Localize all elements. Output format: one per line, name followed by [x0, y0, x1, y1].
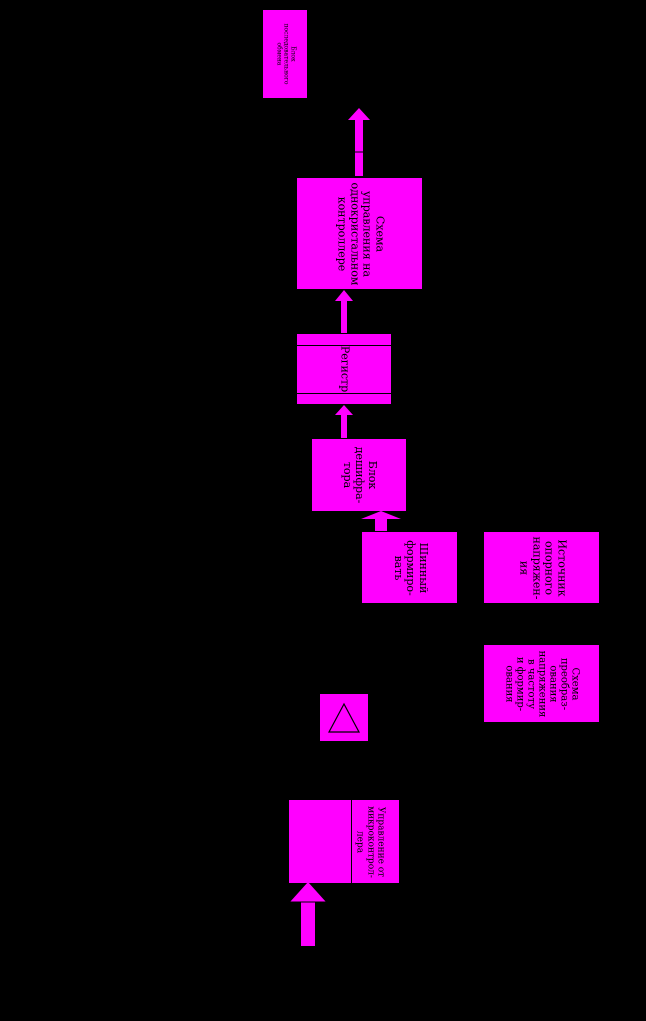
microcontroller-management-label: Управление от микроконтрол- лера [354, 805, 386, 878]
serial-exchange-block: Блок последовательного обмена [262, 9, 308, 99]
control-scheme-block: Схема управления на однокристальном конт… [296, 177, 423, 290]
bus-shaper-label: Шинный формиро- вать [391, 539, 430, 596]
arrow-into-management [290, 882, 326, 946]
microcontroller-management-block: Управление от микроконтрол- лера [288, 799, 400, 884]
reference-voltage-label: Источник опорного напряжен- ия [516, 536, 568, 599]
voltage-converter-block: Схема преобраз- ования напряжения в част… [483, 644, 600, 723]
arrow-to-top-block [348, 108, 370, 176]
decoder-label: Блок дешифра- тора [340, 446, 379, 504]
arrow-register-to-control [335, 290, 353, 334]
voltage-converter-label: Схема преобраз- ования напряжения в част… [503, 650, 580, 717]
decoder-block: Блок дешифра- тора [311, 438, 407, 512]
register-label: Регистр [338, 345, 352, 393]
control-scheme-label: Схема управления на однокристальном конт… [334, 182, 386, 285]
arrow-shaper-to-decoder [361, 511, 401, 533]
bus-shaper-block: Шинный формиро- вать [361, 531, 458, 604]
serial-exchange-label: Блок последовательного обмена [275, 23, 297, 85]
triangle-icon [327, 702, 361, 733]
arrow-decoder-to-register [335, 405, 353, 439]
amplifier-block [319, 693, 369, 742]
reference-voltage-block: Источник опорного напряжен- ия [483, 531, 600, 604]
register-block: Регистр [296, 333, 392, 405]
